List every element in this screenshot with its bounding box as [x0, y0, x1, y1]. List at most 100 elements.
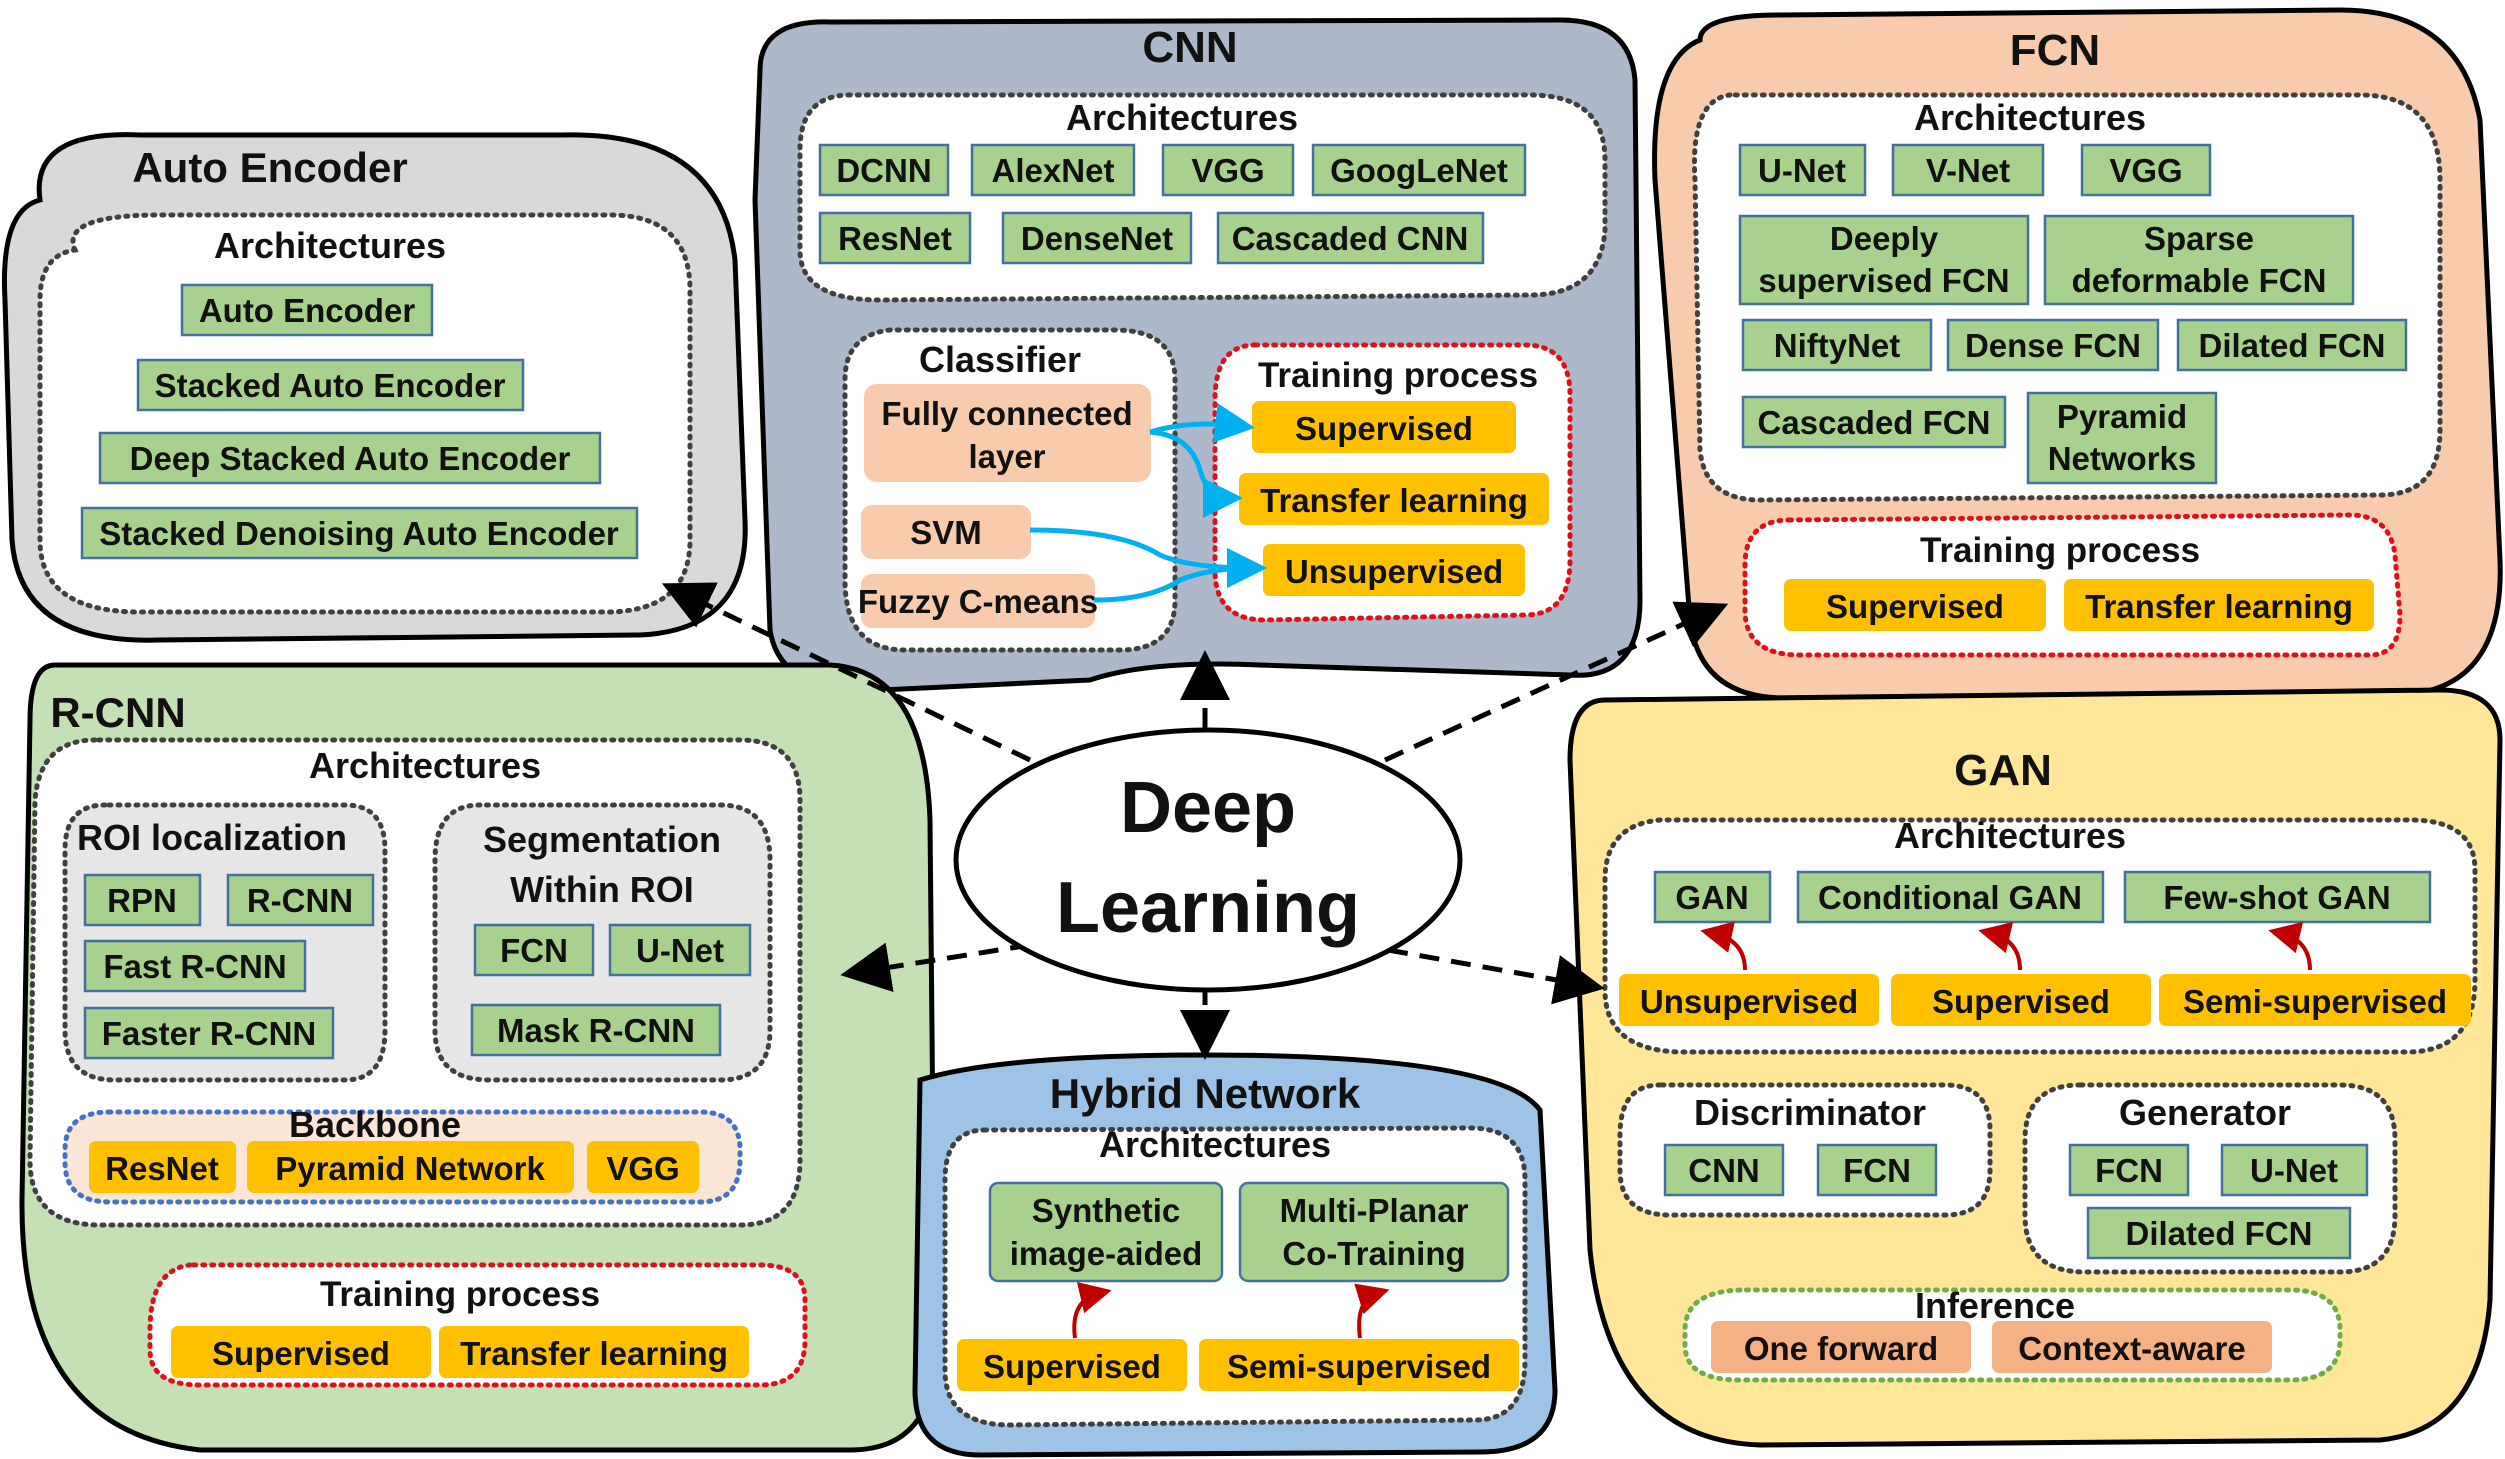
classifier-fuzzy-label: Fuzzy C-means: [858, 583, 1098, 620]
gan-training-label-0: Unsupervised: [1640, 983, 1858, 1020]
cnn-arch-label: Architectures: [1066, 97, 1298, 138]
classifier-svm-label: SVM: [910, 514, 982, 551]
cnn-box-2: [1161, 143, 1295, 197]
roi-box-1: [226, 873, 375, 927]
roi-box-3: [83, 1006, 335, 1060]
auto-encoder-group: Auto Encoder Architectures Auto Encoder …: [1, 132, 748, 643]
backbone-box-0: [89, 1141, 236, 1193]
gan-group: GAN Architectures GAN Conditional GAN Fe…: [1567, 687, 2503, 1448]
roi-label: ROI localization: [77, 817, 347, 858]
inference-label: Inference: [1915, 1285, 2075, 1326]
hybrid-label-synthetic-1: Synthetic: [1032, 1192, 1181, 1229]
fuzzy-to-unsupervised-arrow: [1093, 548, 1267, 603]
classifier-fc-label-1: Fully connected: [881, 395, 1132, 432]
gan-training-box-2: [2159, 974, 2471, 1026]
hybrid-arch-label: Architectures: [1099, 1124, 1331, 1165]
hybrid-semi-arrow: [1354, 1283, 1390, 1339]
fcn-title: FCN: [2010, 26, 2100, 75]
rcnn-training-label: Training process: [320, 1275, 600, 1314]
fcn-group: FCN Architectures U-Net V-Net VGG Deeply…: [1652, 7, 2503, 701]
fcn-training-box-1: [2064, 579, 2374, 631]
fcn-label-dilatedfcn: Dilated FCN: [2198, 327, 2385, 364]
gen-box-2: [2086, 1206, 2352, 1260]
inference-box-1: [1992, 1321, 2272, 1373]
arrow-to-fcn: [1383, 601, 1729, 763]
cnn-training-label-2: Unsupervised: [1285, 553, 1503, 590]
fcn-label-deeply-2: supervised FCN: [1758, 262, 2009, 299]
ae-box-3: [80, 506, 639, 560]
arrow-to-auto-encoder: [661, 582, 1032, 763]
ae-box-0: [180, 283, 434, 337]
seg-label-0: FCN: [500, 932, 568, 969]
hybrid-group: Hybrid Network Architectures Synthetic i…: [912, 1052, 1558, 1458]
seg-label-1b: U-Net: [636, 932, 724, 969]
roi-label-2: Fast R-CNN: [103, 948, 286, 985]
hybrid-box-multi: [1238, 1181, 1510, 1283]
gan-box-0: [1653, 870, 1772, 924]
fcn-label-vnet: V-Net: [1926, 152, 2010, 189]
cnn-label-0: DCNN: [836, 152, 931, 189]
hybrid-label-multi-2: Co-Training: [1282, 1235, 1465, 1272]
backbone-label: Backbone: [289, 1104, 461, 1145]
fcn-training-label: Training process: [1920, 531, 2200, 570]
gen-label-2: Dilated FCN: [2125, 1215, 2312, 1252]
gan-semi-arrow: [2268, 921, 2312, 971]
fcn-training-label-1: Transfer learning: [2085, 588, 2353, 625]
center-node: Deep Learning: [953, 727, 1463, 993]
gen-label-1: U-Net: [2250, 1152, 2338, 1189]
seg-label-2: Within ROI: [510, 869, 694, 910]
auto-encoder-title: Auto Encoder: [132, 144, 407, 191]
fcn-label-niftynet: NiftyNet: [1774, 327, 1901, 364]
fcn-training-box-0: [1784, 579, 2046, 631]
cnn-classifier-label: Classifier: [919, 339, 1081, 380]
cnn-label-6: Cascaded CNN: [1232, 220, 1469, 257]
auto-encoder-arch-label: Architectures: [214, 225, 446, 266]
gen-box-1: [2220, 1143, 2369, 1197]
fcn-label-sparse-2: deformable FCN: [2072, 262, 2327, 299]
cnn-label-4: ResNet: [838, 220, 952, 257]
disc-label-1: FCN: [1843, 1152, 1911, 1189]
cnn-label-3: GoogLeNet: [1330, 152, 1508, 189]
disc-box-0: [1663, 1143, 1785, 1197]
ae-label-0: Auto Encoder: [199, 292, 415, 329]
disc-box-1: [1816, 1143, 1938, 1197]
center-label-1: Deep: [1120, 768, 1296, 848]
seg-label-2b: Mask R-CNN: [497, 1012, 695, 1049]
backbone-label-0: ResNet: [105, 1150, 219, 1187]
gen-label-0: FCN: [2095, 1152, 2163, 1189]
roi-box-0: [83, 873, 202, 927]
fcn-box-sparse: [2043, 214, 2355, 306]
fcn-label-deeply-1: Deeply: [1830, 220, 1939, 257]
hybrid-training-box-1: [1199, 1339, 1519, 1391]
cnn-box-0: [818, 143, 950, 197]
hybrid-label-multi-1: Multi-Planar: [1280, 1192, 1469, 1229]
cnn-box-3: [1311, 143, 1527, 197]
fcn-box-vgg: [2080, 143, 2212, 197]
center-ellipse: [953, 727, 1463, 993]
hybrid-training-label-1: Semi-supervised: [1227, 1348, 1491, 1385]
cnn-title: CNN: [1142, 23, 1237, 72]
fcn-box-unet: [1738, 143, 1867, 197]
gen-box-0: [2068, 1143, 2190, 1197]
roi-label-3: Faster R-CNN: [102, 1015, 317, 1052]
ae-box-1: [136, 358, 525, 412]
roi-label-0: RPN: [107, 882, 177, 919]
cnn-training-label-0: Supervised: [1295, 410, 1473, 447]
gan-label-1: Conditional GAN: [1818, 879, 2082, 916]
gan-label-2: Few-shot GAN: [2163, 879, 2390, 916]
fcn-training-label-0: Supervised: [1826, 588, 2004, 625]
fcn-box-cascaded: [1741, 395, 2007, 449]
inference-label-0: One forward: [1744, 1330, 1938, 1367]
center-label-2: Learning: [1056, 868, 1360, 948]
gan-label-0: GAN: [1675, 879, 1748, 916]
cnn-label-2: VGG: [1191, 152, 1264, 189]
fcn-label-sparse-1: Sparse: [2144, 220, 2254, 257]
ae-label-3: Stacked Denoising Auto Encoder: [99, 515, 619, 552]
backbone-label-1: Pyramid Network: [275, 1150, 545, 1187]
fcn-label-densefcn: Dense FCN: [1965, 327, 2141, 364]
fcn-box-pyramid: [2026, 391, 2218, 485]
rcnn-arch-label: Architectures: [309, 745, 541, 786]
seg-box-0: [473, 923, 595, 977]
fcn-box-dilatedfcn: [2176, 318, 2408, 372]
